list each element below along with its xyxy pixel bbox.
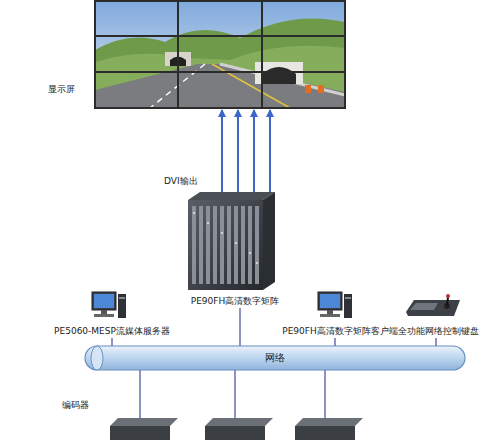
node-label: PE90FH高清数字矩阵 <box>191 296 280 307</box>
server-pc <box>92 292 126 318</box>
keyboard-device: 全功能网络控制键盘 <box>394 294 482 338</box>
matrix-device: PE90FH高清数字矩阵 <box>175 192 295 308</box>
matrix-chassis <box>188 192 275 290</box>
control-keyboard <box>406 294 460 316</box>
signal-arrow <box>237 110 239 192</box>
client-pc <box>318 292 352 318</box>
signal-arrow <box>269 110 271 192</box>
signal-arrow <box>253 110 255 192</box>
network-bus: 网络 <box>85 346 465 370</box>
group-label: 编码器 <box>62 400 89 411</box>
encoder-boxes <box>110 418 363 440</box>
network-link <box>334 338 336 346</box>
encoder-units <box>140 370 325 420</box>
signal-arrow <box>221 110 223 192</box>
node-label: PE90FH高清数字矩阵客户端 <box>282 326 398 337</box>
network-pipe <box>85 346 465 370</box>
network-link <box>111 338 113 346</box>
node-label: 网络 <box>265 352 285 364</box>
signal-label: DVI输出 <box>164 176 198 187</box>
node-label: PE5060-MESP流媒体服务器 <box>54 326 170 337</box>
video-wall <box>95 0 345 108</box>
network-link <box>435 338 437 346</box>
client-device: PE90FH高清数字矩阵客户端 <box>278 288 402 338</box>
node-label: 显示屏 <box>48 84 75 95</box>
network-link <box>239 308 241 346</box>
server-device: PE5060-MESP流媒体服务器 <box>50 288 174 338</box>
node-label: 全功能网络控制键盘 <box>398 326 479 337</box>
display-screen: 显示屏 <box>48 2 347 110</box>
